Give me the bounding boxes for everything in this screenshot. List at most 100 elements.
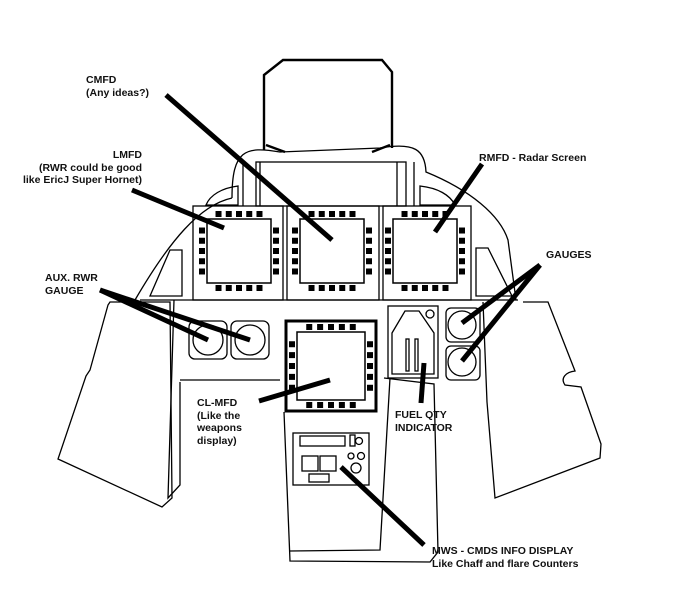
- clmfd-bezel-button-left: [289, 363, 295, 369]
- lmfd-bezel-button-bottom: [225, 285, 232, 291]
- lmfd-bezel-button-top: [256, 211, 263, 217]
- rmfd-bezel-button-top: [411, 211, 418, 217]
- cmfd-bezel-button-right: [366, 248, 372, 254]
- cmfd-bezel-button-left: [292, 258, 298, 265]
- cmfd-frame: [286, 205, 380, 301]
- center-pedestal: [180, 377, 439, 563]
- lmfd-bezel-button-bottom: [215, 285, 222, 291]
- rmfd-bezel-button-right: [459, 227, 465, 234]
- rmfd-bezel-button-right: [459, 248, 465, 254]
- cmfd-bezel-button-top: [349, 211, 356, 217]
- clmfd-bezel-button-right: [367, 341, 373, 348]
- cmfd-pointer: [164, 93, 334, 242]
- rmfd-display: [385, 211, 465, 291]
- lmfd-bezel-button-left: [199, 227, 205, 234]
- cmfd-display: [292, 211, 372, 291]
- gauges-pointer-1: [460, 262, 542, 326]
- rmfd-bezel-button-bottom: [411, 285, 418, 291]
- left-console: [57, 301, 173, 508]
- clmfd-pointer: [258, 377, 331, 404]
- lmfd-bezel-button-left: [199, 268, 205, 275]
- clmfd-bezel-button-top: [306, 324, 313, 330]
- rmfd-bezel-button-bottom: [432, 285, 439, 291]
- rmfd-bezel-button-right: [459, 258, 465, 265]
- lmfd-bezel-button-left: [199, 258, 205, 265]
- rmfd-screen: [392, 218, 458, 284]
- fuel-pointer: [418, 362, 427, 404]
- mws-cmds-panel: [292, 432, 370, 486]
- cmfd-bezel-button-right: [366, 258, 372, 265]
- aux-rwr-pointer-2: [99, 287, 251, 343]
- rmfd-bezel-button-right: [459, 268, 465, 275]
- clmfd-bezel-button-bottom: [328, 402, 334, 408]
- cmfd-bezel-button-right: [366, 268, 372, 275]
- aux-rwr-gauges: [188, 320, 270, 360]
- lmfd-bezel-button-top: [246, 211, 253, 217]
- clmfd-screen: [296, 331, 366, 401]
- lmfd-screen: [206, 218, 272, 284]
- lmfd-bezel-button-right: [273, 268, 279, 275]
- clmfd-bezel-button-right: [367, 352, 373, 359]
- pointer-lines: [98, 93, 542, 547]
- lmfd-pointer: [131, 187, 225, 231]
- cmfd-bezel-button-top: [308, 211, 315, 217]
- lmfd-bezel-button-bottom: [256, 285, 263, 291]
- lmfd-bezel-button-right: [273, 258, 279, 265]
- rmfd-bezel-button-top: [432, 211, 439, 217]
- clmfd-bezel-button-left: [289, 341, 295, 348]
- lmfd-frame: [192, 205, 284, 301]
- clmfd-bezel-button-right: [367, 363, 373, 369]
- clmfd-bezel-button-right: [367, 384, 373, 391]
- rmfd-pointer: [432, 162, 485, 234]
- rmfd-bezel-button-left: [385, 227, 391, 234]
- cmfd-bezel-button-left: [292, 268, 298, 275]
- lmfd-bezel-button-left: [199, 237, 205, 244]
- lmfd-bezel-button-left: [199, 248, 205, 254]
- lmfd-bezel-button-top: [215, 211, 222, 217]
- lmfd-bezel-button-top: [225, 211, 232, 217]
- rmfd-label: RMFD - Radar Screen: [479, 152, 587, 164]
- clmfd-bezel-button-top: [349, 324, 356, 330]
- cmfd-bezel-button-bottom: [329, 285, 335, 291]
- lmfd-bezel-button-bottom: [236, 285, 242, 291]
- cmfd-bezel-button-left: [292, 227, 298, 234]
- cmfd-bezel-button-top: [339, 211, 346, 217]
- clmfd-bezel-button-top: [338, 324, 345, 330]
- rmfd-bezel-button-left: [385, 258, 391, 265]
- cmfd-bezel-button-top: [329, 211, 335, 217]
- rmfd-bezel-button-bottom: [401, 285, 408, 291]
- clmfd-bezel-button-bottom: [317, 402, 324, 408]
- rmfd-frame: [382, 205, 472, 301]
- lmfd-bezel-button-right: [273, 227, 279, 234]
- rmfd-bezel-button-right: [459, 237, 465, 244]
- cmfd-bezel-button-bottom: [308, 285, 315, 291]
- clmfd-bezel-button-top: [317, 324, 324, 330]
- right-console: [482, 301, 602, 499]
- clmfd-bezel-button-left: [289, 384, 295, 391]
- rmfd-bezel-button-bottom: [442, 285, 449, 291]
- right-gauges: [445, 307, 481, 381]
- lmfd-bezel-button-bottom: [246, 285, 253, 291]
- clmfd-bezel-button-right: [367, 373, 373, 380]
- lmfd-bezel-button-top: [236, 211, 242, 217]
- hud: [262, 58, 394, 154]
- cmfd-bezel-button-bottom: [349, 285, 356, 291]
- rmfd-bezel-button-left: [385, 237, 391, 244]
- cmfd-label: CMFD(Any ideas?): [86, 74, 150, 99]
- fuel-qty-indicator: [387, 305, 439, 379]
- cmfd-bezel-button-left: [292, 248, 298, 254]
- lmfd-bezel-button-right: [273, 248, 279, 254]
- rmfd-bezel-button-left: [385, 268, 391, 275]
- clmfd-bezel-button-top: [328, 324, 334, 330]
- rmfd-bezel-button-bottom: [422, 285, 428, 291]
- cmfd-screen: [299, 218, 365, 284]
- clmfd-bezel-button-bottom: [306, 402, 313, 408]
- cmfd-bezel-button-bottom: [339, 285, 346, 291]
- mws-pointer: [339, 465, 426, 547]
- clmfd-display: [284, 319, 378, 413]
